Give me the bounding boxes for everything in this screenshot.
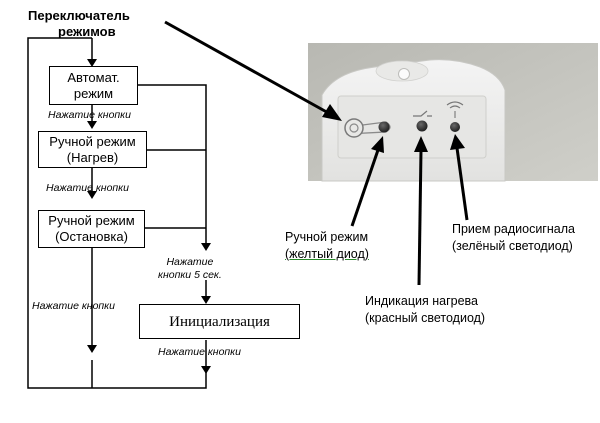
auto-mode-line2: режим bbox=[73, 85, 114, 101]
auto-mode-line1: Автомат. bbox=[67, 69, 120, 85]
press-5s-line1: Нажатие bbox=[166, 256, 214, 268]
manual-stop-box: Ручной режим (Остановка) bbox=[38, 210, 145, 248]
flowchart-arrowheads bbox=[87, 59, 211, 374]
manual-led-callout: Ручной режим (желтый диод) bbox=[285, 229, 369, 263]
manual-heat-line1: Ручной режим bbox=[49, 133, 136, 149]
radio-led-callout-line2: (зелёный светодиод) bbox=[452, 239, 573, 253]
manual-led-callout-line2: (желтый диод) bbox=[285, 247, 369, 261]
radio-led-callout-line1: Прием радиосигнала bbox=[452, 222, 575, 236]
init-label: Инициализация bbox=[169, 313, 270, 330]
auto-mode-box: Автомат. режим bbox=[49, 66, 138, 105]
init-box: Инициализация bbox=[139, 304, 300, 339]
press-note-3: Нажатие кнопки bbox=[32, 300, 115, 312]
antenna-icon bbox=[446, 101, 464, 118]
manual-stop-line2: (Остановка) bbox=[55, 229, 128, 244]
heat-led-callout-line2: (красный светодиод) bbox=[365, 311, 486, 325]
callout-arrows bbox=[164, 20, 469, 286]
press-note-1: Нажатие кнопки bbox=[48, 109, 131, 121]
heat-led-callout-line1: Индикация нагрева bbox=[365, 294, 479, 308]
radio-led bbox=[450, 122, 460, 132]
press-note-2: Нажатие кнопки bbox=[46, 182, 129, 194]
manual-led-callout-line1: Ручной режим bbox=[285, 230, 369, 244]
manual-stop-line1: Ручной режим bbox=[48, 213, 135, 228]
heating-symbol-icon bbox=[413, 110, 432, 117]
device-photo bbox=[308, 43, 598, 182]
press-note-4: Нажатие кнопки bbox=[158, 346, 241, 358]
press-5s-note: Нажатие кнопки 5 сек. bbox=[158, 256, 222, 282]
radio-led-callout: Прием радиосигнала (зелёный светодиод) bbox=[452, 221, 575, 255]
press-5s-line2: кнопки 5 сек. bbox=[158, 269, 222, 281]
flowchart-lines bbox=[27, 37, 207, 389]
manual-heat-line2: (Нагрев) bbox=[66, 149, 119, 165]
heat-led-callout: Индикация нагрева (красный светодиод) bbox=[365, 293, 485, 327]
heating-led bbox=[416, 120, 428, 132]
mode-switch-label: Переключатель режимов bbox=[28, 8, 130, 40]
manual-mode-led bbox=[378, 121, 390, 133]
mode-switch-label-line1: Переключатель bbox=[28, 8, 130, 23]
mode-switch-label-line2: режимов bbox=[58, 24, 116, 39]
manual-heat-box: Ручной режим (Нагрев) bbox=[38, 131, 147, 168]
